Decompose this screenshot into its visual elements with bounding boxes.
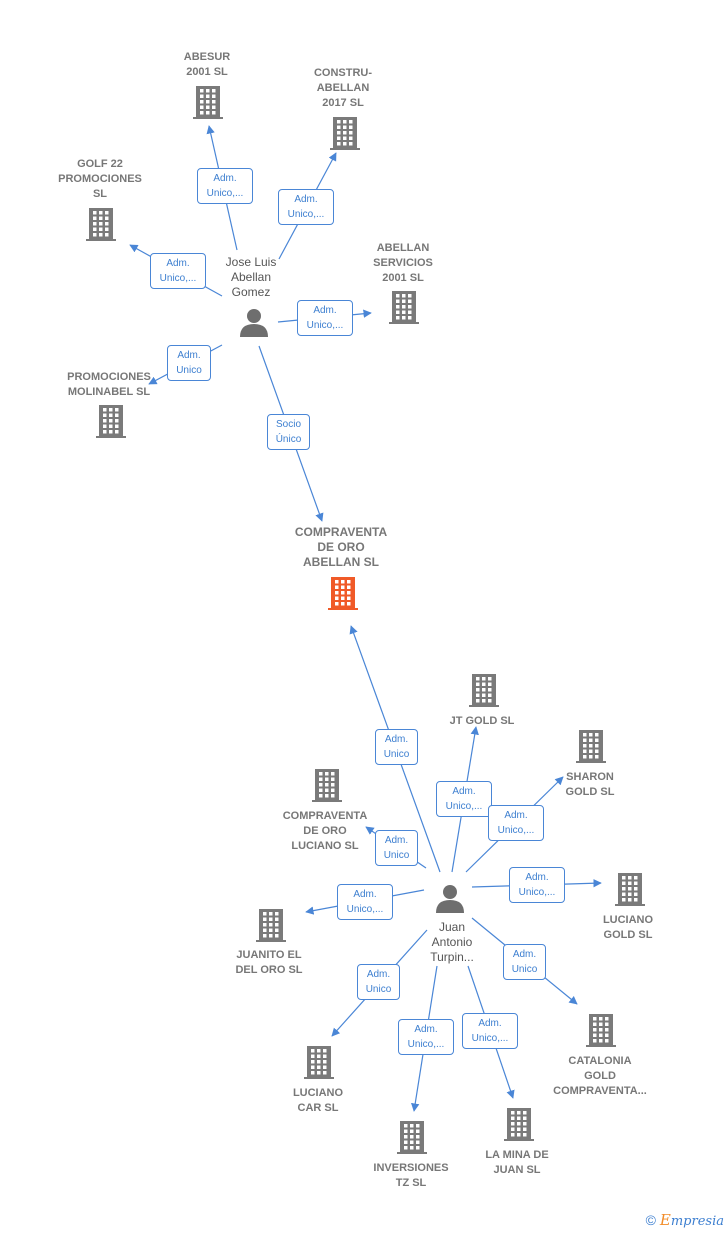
brand-initial: E [659,1211,671,1229]
building-icon-abellanservicios[interactable] [389,291,419,324]
node-label-construabellan[interactable]: CONSTRU- ABELLAN 2017 SL [313,67,373,109]
edge-label-p1-construabellan[interactable]: Adm. Unico,... [278,189,334,225]
building-icon-lucianocar[interactable] [304,1046,334,1079]
edge-label-p2-lucianogold[interactable]: Adm. Unico,... [509,867,565,903]
copyright-icon: © [645,1212,656,1228]
node-label-lucianogold[interactable]: LUCIANO GOLD SL [602,914,654,941]
building-icon-molinabel[interactable] [96,405,126,438]
edge-label-p1-molinabel[interactable]: Adm. Unico [167,345,211,381]
edge-label-p1-golf22[interactable]: Adm. Unico,... [150,253,206,289]
node-label-jtgold[interactable]: JT GOLD SL [449,715,515,727]
building-icon-jtgold[interactable] [469,674,499,707]
edge-label-p2-catalonia[interactable]: Adm. Unico [503,944,546,980]
edge-label-p2-focus[interactable]: Adm. Unico [375,729,418,765]
node-label-p1[interactable]: Jose Luis Abellan Gomez [225,255,277,299]
edge-label-p2-lucianocar[interactable]: Adm. Unico [357,964,400,1000]
building-icon-abesur[interactable] [193,86,223,119]
node-label-abellanservicios[interactable]: ABELLAN SERVICIOS 2001 SL [373,242,433,284]
node-label-inversiones[interactable]: INVERSIONES TZ SL [373,1162,449,1189]
edge-label-p1-abesur[interactable]: Adm. Unico,... [197,168,253,204]
node-label-sharon[interactable]: SHARON GOLD SL [565,771,615,798]
building-icon-juanito[interactable] [256,909,286,942]
footer-brand: ©Empresia [646,1211,724,1229]
node-label-abesur[interactable]: ABESUR 2001 SL [183,51,231,78]
node-label-cvluciano[interactable]: COMPRAVENTA DE ORO LUCIANO SL [282,810,368,852]
edge-label-p1-focus[interactable]: Socio Único [267,414,310,450]
building-icon-sharon[interactable] [576,730,606,763]
person-icon-p2[interactable] [436,885,464,913]
edge-label-p2-cvluciano[interactable]: Adm. Unico [375,830,418,866]
edge-label-p2-lamina[interactable]: Adm. Unico,... [462,1013,518,1049]
building-icon-construabellan[interactable] [330,117,360,150]
person-icon-p1[interactable] [240,309,268,337]
node-label-p2[interactable]: Juan Antonio Turpin... [430,920,474,964]
building-icon-cvluciano[interactable] [312,769,342,802]
building-icon-catalonia[interactable] [586,1014,616,1047]
focus-building-icon-focus[interactable] [328,577,358,610]
edge-label-p1-abellanservicios[interactable]: Adm. Unico,... [297,300,353,336]
edge-label-p2-inversiones[interactable]: Adm. Unico,... [398,1019,454,1055]
building-icon-lucianogold[interactable] [615,873,645,906]
edge-label-p2-sharon[interactable]: Adm. Unico,... [488,805,544,841]
node-label-lucianocar[interactable]: LUCIANO CAR SL [292,1087,344,1114]
node-label-catalonia[interactable]: CATALONIA GOLD COMPRAVENTA... [553,1055,647,1097]
building-icon-inversiones[interactable] [397,1121,427,1154]
node-label-golf22[interactable]: GOLF 22 PROMOCIONES SL [58,158,142,200]
edge-label-p2-jtgold[interactable]: Adm. Unico,... [436,781,492,817]
building-icon-lamina[interactable] [504,1108,534,1141]
node-label-juanito[interactable]: JUANITO EL DEL ORO SL [235,949,303,976]
brand-name: mpresia [670,1214,724,1229]
node-label-lamina[interactable]: LA MINA DE JUAN SL [485,1149,549,1176]
node-label-molinabel[interactable]: PROMOCIONES MOLINABEL SL [67,371,151,398]
node-label-focus[interactable]: COMPRAVENTA DE ORO ABELLAN SL [294,525,388,569]
edge-label-p2-juanito[interactable]: Adm. Unico,... [337,884,393,920]
building-icon-golf22[interactable] [86,208,116,241]
